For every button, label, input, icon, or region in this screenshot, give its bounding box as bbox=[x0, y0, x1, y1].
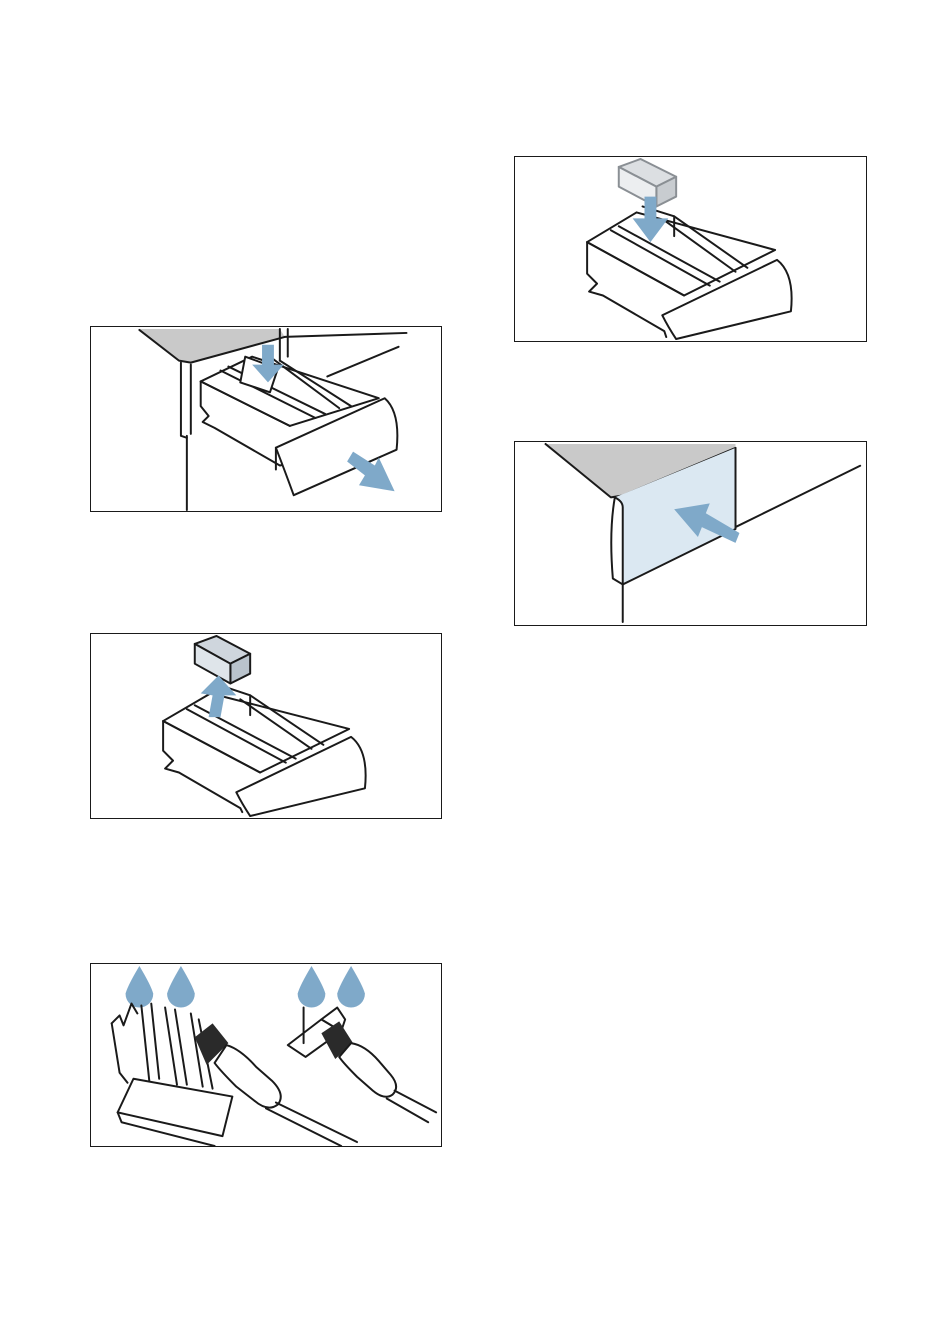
water-drop-icon bbox=[126, 966, 365, 1008]
figure-remove-insert bbox=[90, 633, 442, 819]
drawer-front-icon bbox=[515, 442, 866, 625]
drawer-icon bbox=[91, 327, 441, 511]
brush-icon bbox=[91, 964, 441, 1146]
drawer-icon bbox=[515, 157, 866, 341]
insert-icon bbox=[195, 636, 250, 683]
figure-pull-out-drawer bbox=[90, 326, 442, 512]
figure-clean-parts bbox=[90, 963, 442, 1147]
figure-push-in-drawer bbox=[514, 441, 867, 626]
figure-refit-insert bbox=[514, 156, 867, 342]
drawer-icon bbox=[91, 634, 441, 818]
